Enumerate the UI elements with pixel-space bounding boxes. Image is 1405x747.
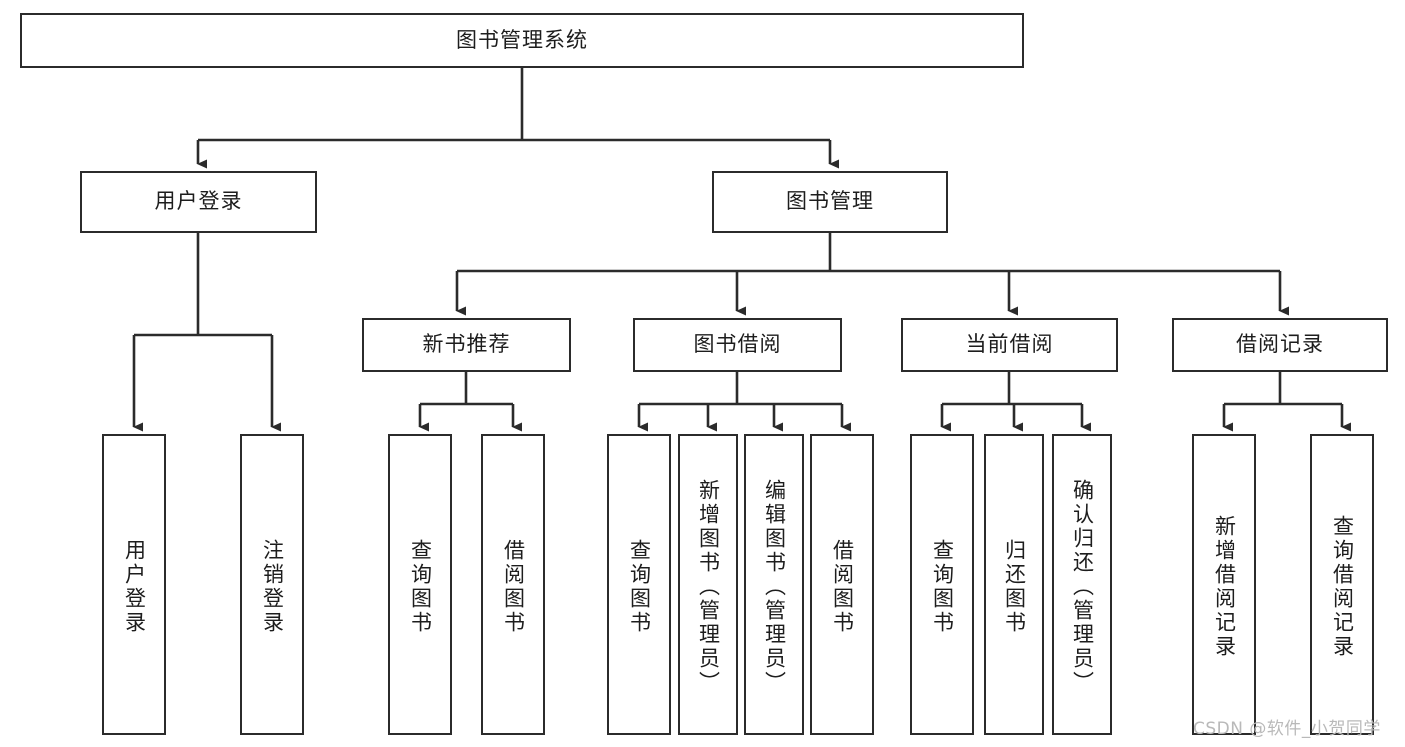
node-leaf-current-confirm-return-label: 确认归还（管理员） bbox=[1070, 478, 1095, 695]
node-leaf-current-return-book[interactable]: 归还图书 bbox=[984, 434, 1044, 735]
node-leaf-record-query-label: 查询借阅记录 bbox=[1330, 514, 1355, 659]
node-borrow-record[interactable]: 借阅记录 bbox=[1172, 318, 1388, 372]
node-borrow-record-label: 借阅记录 bbox=[1236, 332, 1324, 357]
node-book-manage[interactable]: 图书管理 bbox=[712, 171, 948, 233]
node-root-label: 图书管理系统 bbox=[456, 27, 588, 52]
csdn-watermark: CSDN @软件_小贺同学 bbox=[1193, 719, 1381, 739]
node-new-book-recommend[interactable]: 新书推荐 bbox=[362, 318, 571, 372]
node-leaf-recommend-query-book[interactable]: 查询图书 bbox=[388, 434, 452, 735]
node-new-book-recommend-label: 新书推荐 bbox=[422, 332, 511, 357]
node-leaf-borrow-query-book-label: 查询图书 bbox=[627, 538, 652, 635]
node-root[interactable]: 图书管理系统 bbox=[20, 13, 1024, 68]
node-leaf-borrow-borrow-book-label: 借阅图书 bbox=[830, 538, 855, 635]
node-leaf-borrow-edit-book-label: 编辑图书（管理员） bbox=[762, 478, 787, 695]
node-user-login[interactable]: 用户登录 bbox=[80, 171, 317, 233]
node-leaf-borrow-add-book[interactable]: 新增图书（管理员） bbox=[678, 434, 738, 735]
node-user-login-label: 用户登录 bbox=[154, 189, 243, 214]
node-leaf-current-query-book[interactable]: 查询图书 bbox=[910, 434, 974, 735]
node-leaf-record-query[interactable]: 查询借阅记录 bbox=[1310, 434, 1374, 735]
node-leaf-recommend-borrow-book-label: 借阅图书 bbox=[501, 538, 526, 635]
node-leaf-borrow-add-book-label: 新增图书（管理员） bbox=[696, 478, 721, 695]
node-leaf-current-query-book-label: 查询图书 bbox=[930, 538, 955, 635]
node-leaf-record-add[interactable]: 新增借阅记录 bbox=[1192, 434, 1256, 735]
node-leaf-user-logout[interactable]: 注销登录 bbox=[240, 434, 304, 735]
node-current-borrow-label: 当前借阅 bbox=[965, 332, 1054, 357]
node-book-manage-label: 图书管理 bbox=[786, 189, 874, 214]
node-leaf-borrow-query-book[interactable]: 查询图书 bbox=[607, 434, 671, 735]
node-leaf-user-login-label: 用户登录 bbox=[122, 538, 147, 635]
node-leaf-current-confirm-return[interactable]: 确认归还（管理员） bbox=[1052, 434, 1112, 735]
node-leaf-user-login[interactable]: 用户登录 bbox=[102, 434, 166, 735]
node-leaf-current-return-book-label: 归还图书 bbox=[1002, 538, 1027, 635]
node-leaf-borrow-edit-book[interactable]: 编辑图书（管理员） bbox=[744, 434, 804, 735]
node-current-borrow[interactable]: 当前借阅 bbox=[901, 318, 1118, 372]
node-leaf-recommend-query-book-label: 查询图书 bbox=[408, 538, 433, 635]
node-leaf-user-logout-label: 注销登录 bbox=[260, 538, 285, 635]
node-leaf-recommend-borrow-book[interactable]: 借阅图书 bbox=[481, 434, 545, 735]
node-leaf-borrow-borrow-book[interactable]: 借阅图书 bbox=[810, 434, 874, 735]
node-book-borrow[interactable]: 图书借阅 bbox=[633, 318, 842, 372]
node-book-borrow-label: 图书借阅 bbox=[693, 332, 782, 357]
node-leaf-record-add-label: 新增借阅记录 bbox=[1212, 514, 1237, 659]
